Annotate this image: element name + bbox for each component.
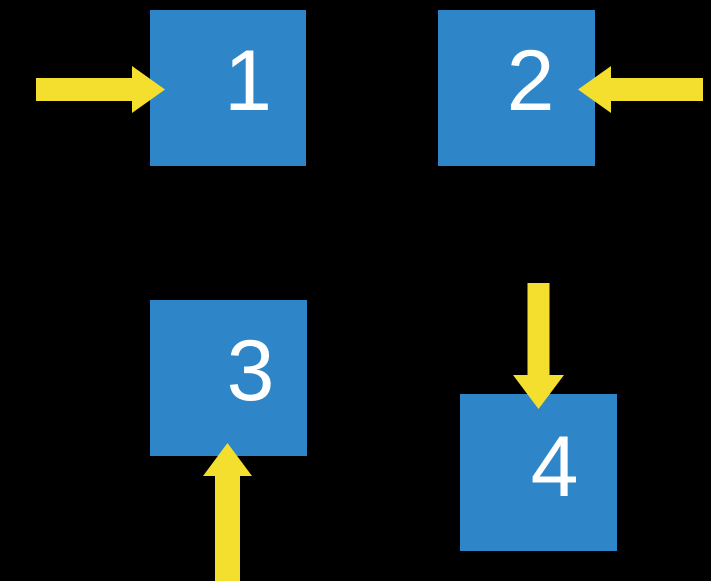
node-label-3: 3 (226, 323, 275, 419)
arrow-into-node-1[interactable] (36, 66, 165, 113)
node-box-4[interactable] (460, 394, 617, 551)
arrow-into-node-2[interactable] (578, 66, 703, 113)
arrow-into-node-4[interactable] (513, 283, 564, 409)
arrow-down-shape (513, 283, 564, 409)
node-box-2[interactable] (438, 10, 595, 166)
arrow-left-shape (578, 66, 703, 113)
arrow-into-node-3[interactable] (203, 443, 252, 581)
node-box-3[interactable] (150, 300, 307, 456)
node-label-4: 4 (530, 419, 579, 515)
node-label-1: 1 (224, 33, 272, 129)
node-box-1[interactable] (150, 10, 306, 166)
node-label-2: 2 (506, 33, 555, 129)
arrow-right-shape (36, 66, 165, 113)
arrow-up-shape (203, 443, 252, 581)
